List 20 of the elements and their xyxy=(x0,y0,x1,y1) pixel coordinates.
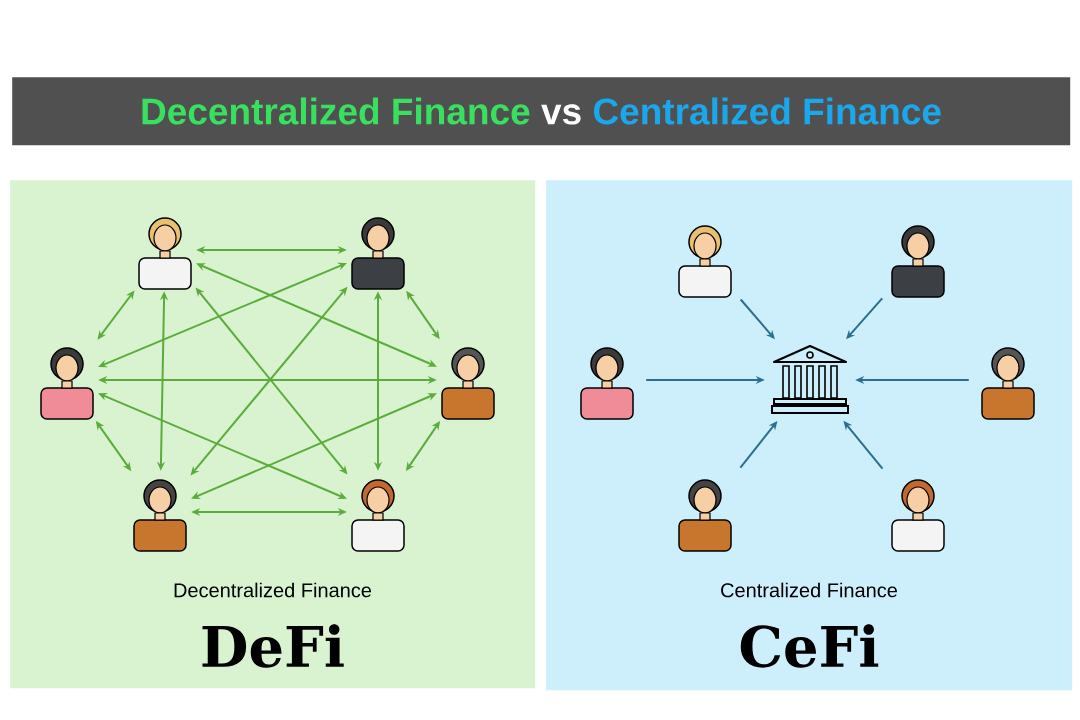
heading-text: DeFi xyxy=(202,624,344,668)
bank-icon xyxy=(771,345,849,414)
person-icon xyxy=(981,347,1035,420)
person-icon xyxy=(351,217,405,290)
person-icon xyxy=(891,225,945,298)
person-icon xyxy=(678,479,732,552)
title-banner: Decentralized Finance vs Centralized Finance xyxy=(12,77,1071,146)
person-icon xyxy=(678,225,732,298)
person-icon xyxy=(40,347,94,420)
caption-text: Centralized Finance xyxy=(721,582,897,598)
panel xyxy=(546,180,1073,691)
caption-text: Decentralized Finance xyxy=(174,582,372,598)
person-icon xyxy=(133,479,187,552)
person-icon xyxy=(580,347,634,420)
panel xyxy=(10,180,536,689)
person-icon xyxy=(891,479,945,552)
person-icon xyxy=(441,347,495,420)
heading-text: CeFi xyxy=(740,624,879,668)
person-icon xyxy=(138,217,192,290)
person-icon xyxy=(351,479,405,552)
